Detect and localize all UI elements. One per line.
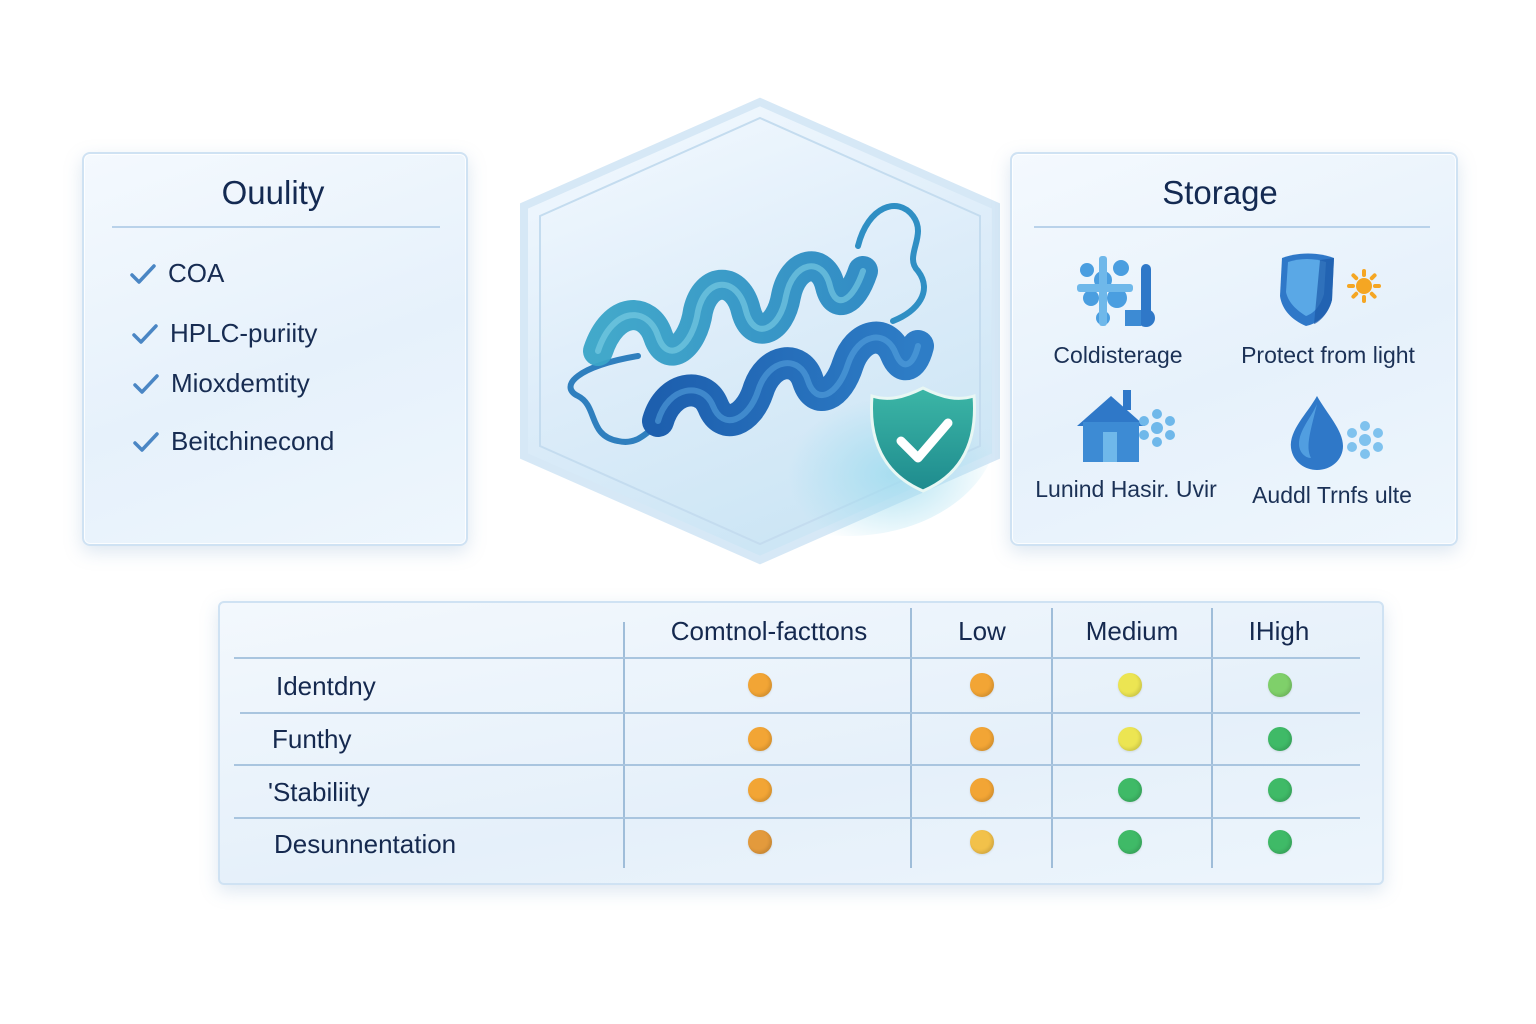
level-dot-orange	[970, 778, 994, 802]
storage-item-label: Coldisterage	[1053, 342, 1183, 368]
table-divider	[234, 657, 1360, 659]
control-factors-table	[218, 601, 1384, 885]
level-dot-orange	[970, 727, 994, 751]
storage-item-light: Protect from light	[1226, 250, 1430, 369]
quality-item-label: HPLC-puriity	[170, 318, 318, 348]
table-divider	[1211, 608, 1213, 868]
quality-divider	[112, 226, 440, 228]
table-divider	[234, 817, 1360, 819]
level-dot-green	[1268, 830, 1292, 854]
storage-item-humidity: Lunind Hasir. Uvir	[1034, 386, 1218, 503]
level-dot-yellow	[1118, 727, 1142, 751]
level-dot-amber	[970, 830, 994, 854]
storage-item-label: Lunind Hasir. Uvir	[1035, 476, 1217, 502]
quality-item-identity: Mioxdemtity	[133, 368, 310, 399]
level-dot-light-green	[1268, 673, 1292, 697]
protein-helix-icon	[567, 203, 934, 445]
storage-item-label: Auddl Trnfs ulte	[1252, 482, 1412, 508]
house-snowflake-icon	[1077, 390, 1175, 462]
level-dot-orange	[748, 778, 772, 802]
table-row-label: Funthy	[272, 724, 352, 754]
table-header-medium: Medium	[1085, 616, 1179, 646]
shield-sun-icon	[1280, 253, 1381, 326]
level-dot-green	[1118, 778, 1142, 802]
quality-item-coa: COA	[130, 258, 224, 289]
level-dot-orange	[748, 727, 772, 751]
check-icon	[133, 373, 159, 394]
storage-title: Storage	[1162, 174, 1278, 211]
table-row-label: Desunnentation	[274, 829, 457, 859]
quality-item-label: Mioxdemtity	[171, 368, 310, 398]
storage-item-transfer: Auddl Trnfs ulte	[1240, 390, 1424, 509]
quality-item-hplc: HPLC-puriity	[132, 318, 317, 349]
quality-panel	[82, 152, 468, 546]
table-row-label: 'Stabiliity	[268, 777, 370, 807]
level-dot-green	[1118, 830, 1142, 854]
check-icon	[130, 263, 156, 284]
table-row-label: Identdny	[276, 671, 376, 701]
level-dot-orange	[748, 673, 772, 697]
table-divider	[1051, 608, 1053, 868]
level-dot-green	[1268, 778, 1292, 802]
storage-panel	[1010, 152, 1458, 546]
quality-item-label: Beitchinecond	[171, 426, 335, 456]
shield-check-icon	[869, 386, 977, 493]
table-header-factors: Comtnol-facttons	[670, 616, 868, 646]
quality-title: Ouulity	[221, 174, 325, 211]
storage-item-label: Protect from light	[1241, 342, 1415, 368]
storage-item-cold: Coldisterage	[1040, 250, 1196, 369]
level-dot-green	[1268, 727, 1292, 751]
quality-item-batch: Beitchinecond	[133, 426, 334, 457]
level-dot-orange	[970, 673, 994, 697]
check-icon	[133, 431, 159, 452]
table-divider	[910, 608, 912, 868]
level-dot-yellow	[1118, 673, 1142, 697]
check-icon	[132, 323, 158, 344]
table-divider	[623, 622, 625, 868]
table-divider	[240, 712, 1360, 714]
table-header-high: IHigh	[1248, 616, 1310, 646]
snowflake-thermometer-icon	[1077, 256, 1155, 327]
droplet-snowflake-icon	[1290, 396, 1383, 470]
level-dot-dark-orange	[748, 830, 772, 854]
protein-hexagon	[520, 97, 1000, 565]
table-header-low: Low	[958, 616, 1006, 646]
storage-divider	[1034, 226, 1430, 228]
quality-item-label: COA	[168, 258, 225, 288]
table-divider	[234, 764, 1360, 766]
